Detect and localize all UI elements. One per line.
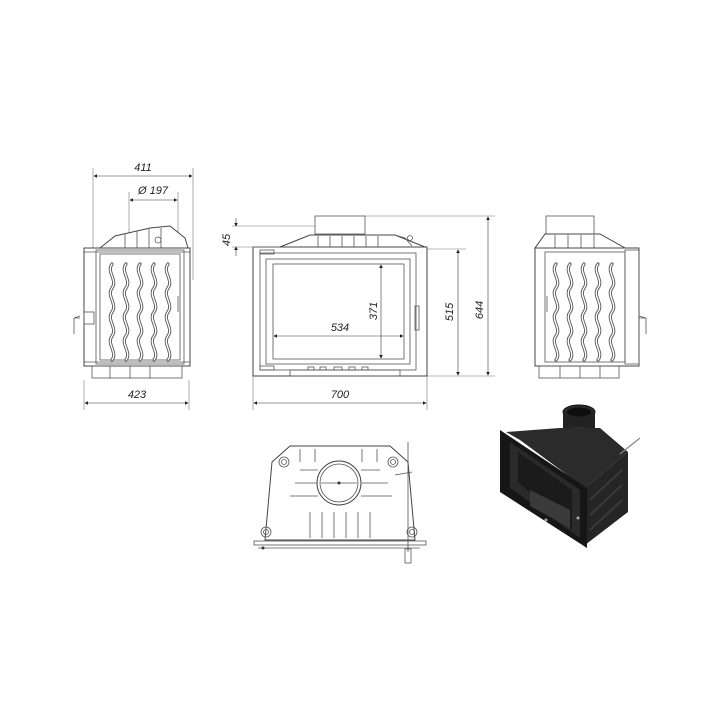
side-view-left: 411 Ø 197 423 <box>73 162 194 410</box>
dim-total-height: 644 <box>474 301 486 319</box>
dim-top-width: 411 <box>134 162 152 174</box>
dim-total-width: 700 <box>331 389 350 401</box>
top-view <box>253 442 427 564</box>
dim-collar-height: 45 <box>221 233 233 246</box>
render-3d <box>500 404 641 548</box>
dim-bottom-depth: 423 <box>128 389 147 401</box>
dim-body-height: 515 <box>444 302 456 321</box>
dim-glass-height: 371 <box>368 302 380 320</box>
side-view-right <box>534 215 647 379</box>
dim-glass-width: 534 <box>331 322 349 334</box>
front-view: 45 534 371 515 644 700 <box>221 215 495 410</box>
dim-flue-diameter: Ø 197 <box>137 185 169 197</box>
